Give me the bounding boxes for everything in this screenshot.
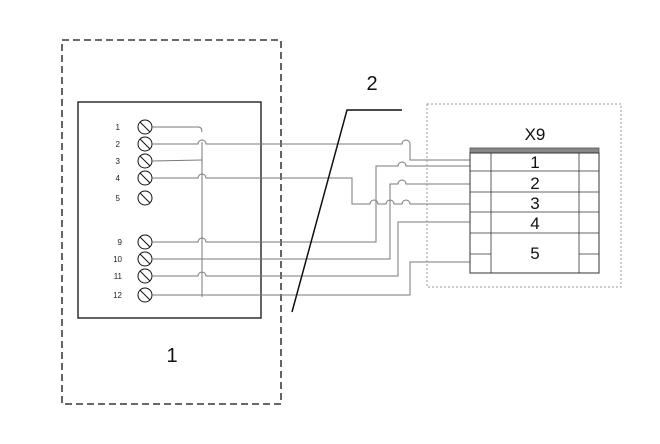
connector-body xyxy=(469,152,600,274)
screw-terminal-icon xyxy=(137,170,153,186)
terminal-label: 10 xyxy=(113,255,122,264)
terminal-label: 2 xyxy=(116,140,121,149)
terminal-block-box xyxy=(77,101,262,319)
terminal-label: 5 xyxy=(116,194,121,203)
connector-row-label: 2 xyxy=(530,174,539,193)
cable-callout-leader xyxy=(291,109,402,313)
connector-row-label: 1 xyxy=(530,153,539,172)
device-callout-1: 1 xyxy=(166,345,177,367)
cable-callout-2: 2 xyxy=(366,73,377,95)
wire xyxy=(152,161,470,243)
wire xyxy=(152,139,470,161)
connector-row-label: 4 xyxy=(530,214,539,233)
terminal-label: 3 xyxy=(116,157,121,166)
terminal-label: 12 xyxy=(113,291,122,300)
wire xyxy=(152,173,470,205)
screw-terminal-icon xyxy=(137,190,153,206)
screw-terminal-icon xyxy=(137,119,153,135)
screw-terminal-icon xyxy=(137,268,153,284)
screw-terminal-icon xyxy=(137,251,153,267)
device-1-dashed-boundary xyxy=(61,39,282,405)
connector-x9: X9 1 2 3 4 5 xyxy=(469,125,600,274)
connector-x9-dotted-boundary xyxy=(426,103,622,288)
wire xyxy=(152,261,470,296)
screw-terminal-icon xyxy=(137,153,153,169)
terminal-label: 4 xyxy=(116,174,121,183)
screw-terminal-icon xyxy=(137,234,153,250)
wire xyxy=(152,179,470,260)
screw-terminal-icon xyxy=(137,287,153,303)
terminal-label: 9 xyxy=(118,238,123,247)
wire xyxy=(151,159,203,162)
wire xyxy=(152,221,470,277)
wires xyxy=(151,126,470,296)
connector-row-label: 3 xyxy=(530,194,539,213)
screw-terminals xyxy=(137,119,153,303)
wire xyxy=(152,126,203,133)
connector-row-label: 5 xyxy=(530,244,539,263)
screw-terminal-icon xyxy=(137,136,153,152)
terminal-labels: 1 2 3 4 5 9 10 11 12 xyxy=(113,123,122,300)
terminal-label: 11 xyxy=(114,272,123,281)
terminal-label: 1 xyxy=(116,123,121,132)
connector-x9-title: X9 xyxy=(525,125,546,144)
